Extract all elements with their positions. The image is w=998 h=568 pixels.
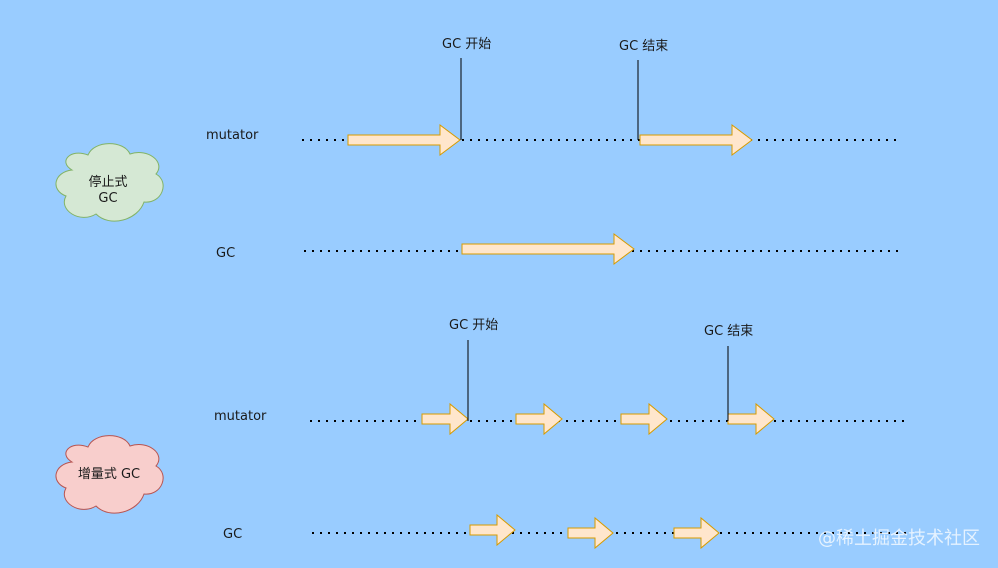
stop-gc-end-label: GC 结束 — [619, 39, 669, 54]
stop-mutator-arrow-1 — [347, 124, 461, 156]
stop-cloud-label: 停止式 GC — [78, 175, 138, 207]
incr-gc-arrow-3 — [673, 516, 720, 550]
incr-mutator-arrow-3 — [620, 402, 668, 436]
incr-gc-arrow-2 — [567, 516, 614, 550]
incr-cloud-shape — [55, 435, 164, 514]
stop-gc-label: GC — [216, 246, 236, 261]
stop-mutator-arrow-2 — [639, 124, 753, 156]
stop-cloud-label-line2: GC — [98, 191, 118, 206]
incr-mutator-label: mutator — [214, 409, 267, 424]
incr-mutator-arrow-4 — [727, 402, 775, 436]
stop-gc-start-label: GC 开始 — [442, 37, 492, 52]
stop-cloud-label-line1: 停止式 — [88, 175, 128, 190]
stop-gc-arrow — [461, 233, 635, 265]
incr-gc-end-label: GC 结束 — [704, 324, 754, 339]
stop-mutator-label: mutator — [206, 128, 259, 143]
incr-gc-arrow-1 — [469, 513, 516, 547]
incr-cloud-label: 增量式 GC — [77, 467, 141, 482]
incr-mutator-arrow-1 — [421, 402, 469, 436]
incr-gc-label: GC — [223, 527, 243, 542]
incr-gc-start-label: GC 开始 — [449, 318, 499, 333]
stop-cloud-shape — [55, 143, 164, 222]
incr-mutator-arrow-2 — [515, 402, 563, 436]
watermark: @稀土掘金技术社区 — [818, 528, 980, 549]
